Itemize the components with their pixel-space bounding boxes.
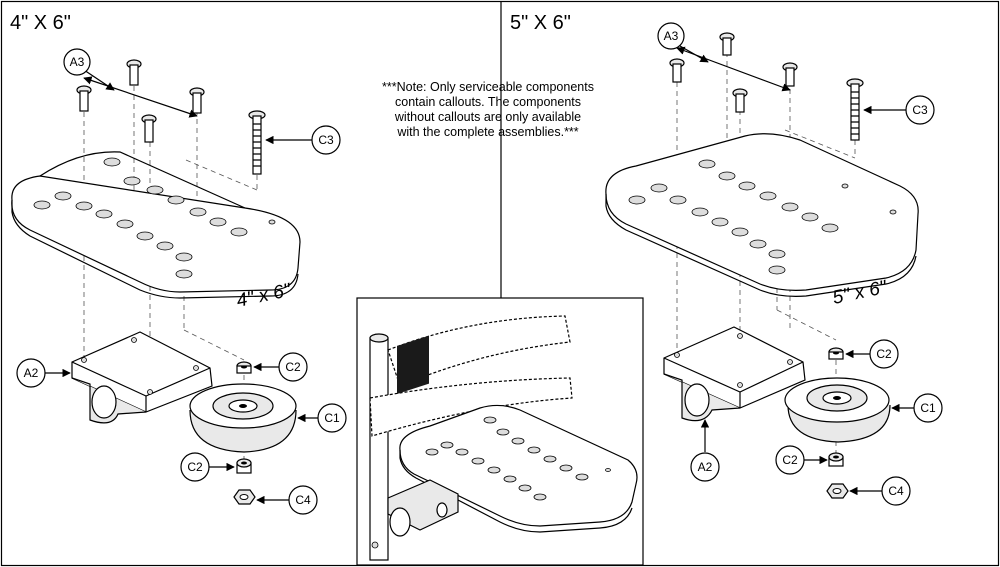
left-spacer-c2-top [236, 361, 252, 374]
right-bracket-a2 [663, 326, 806, 422]
right-screw-a3-1 [669, 58, 685, 83]
left-screw-a3-3 [189, 87, 205, 114]
left-callout-c2-top: C2 [253, 352, 308, 382]
left-nut-c4 [233, 489, 256, 505]
inset-mounted-view [369, 315, 638, 561]
note-line-2: contain callouts. The components [395, 95, 581, 109]
left-callout-a2: A2 [16, 358, 71, 388]
inset-frame-tube [369, 333, 389, 561]
right-assembly: 5" x 6" [605, 22, 943, 506]
note-line-3: without callouts are only available [394, 110, 581, 124]
left-screw-a3-4 [141, 114, 157, 143]
right-callout-c2-bottom: C2 [775, 445, 828, 475]
right-c3-label: C3 [912, 103, 928, 117]
right-c2-bottom-label: C2 [782, 453, 798, 467]
left-caster-wheel-c1 [189, 383, 297, 453]
right-callout-c4: C4 [849, 476, 911, 506]
left-callout-c2-bottom: C2 [180, 452, 235, 482]
right-spacer-c2-bottom [828, 452, 844, 467]
left-plate-holes [33, 157, 276, 279]
right-screw-c3 [846, 78, 864, 141]
right-nut-c4 [826, 483, 849, 499]
right-panel-title: 5" X 6" [510, 12, 571, 34]
inset-plate-holes [425, 416, 611, 501]
left-screw-a3-1 [76, 85, 92, 112]
right-screw-a3-4 [732, 88, 748, 113]
note-line-1: ***Note: Only serviceable components [382, 80, 594, 94]
right-a3-label: A3 [664, 29, 679, 43]
left-a3-label: A3 [70, 55, 85, 69]
right-callout-c1: C1 [891, 393, 943, 423]
right-c1-label: C1 [920, 401, 936, 415]
left-c4-label: C4 [295, 493, 311, 507]
left-callout-c1: C1 [297, 403, 347, 433]
right-c2-top-label: C2 [876, 347, 892, 361]
left-c3-label: C3 [318, 133, 334, 147]
left-bracket-a2 [71, 331, 213, 424]
inset-footplate [399, 404, 638, 533]
inset-velcro-patch [397, 335, 429, 395]
left-c2-top-label: C2 [285, 360, 301, 374]
left-spacer-c2-bottom [236, 458, 252, 474]
left-screw-c3 [248, 110, 266, 175]
left-callout-c3: C3 [265, 125, 341, 155]
right-plate-holes [628, 159, 897, 275]
right-caster-wheel-c1 [784, 377, 891, 443]
right-screw-a3-2 [719, 32, 735, 56]
left-assembly: 4" x 6" [11, 48, 347, 515]
left-callout-c4: C4 [256, 485, 318, 515]
inset-strap [369, 315, 573, 437]
right-footplate [605, 133, 919, 297]
left-a2-label: A2 [24, 366, 39, 380]
right-a2-label: A2 [698, 460, 713, 474]
left-c1-label: C1 [324, 411, 340, 425]
right-c4-label: C4 [888, 484, 904, 498]
left-callout-a3: A3 [63, 48, 115, 91]
right-screw-a3-3 [782, 62, 798, 87]
left-footplate [11, 151, 301, 299]
note-line-4: with the complete assemblies.*** [396, 125, 578, 139]
right-callout-a3: A3 [657, 22, 709, 63]
left-panel-title: 4" X 6" [10, 12, 71, 34]
inset-frame [356, 297, 644, 566]
left-c2-bottom-label: C2 [187, 460, 203, 474]
right-spacer-c2-top [828, 347, 844, 360]
right-callout-a2: A2 [690, 419, 720, 482]
left-screw-a3-2 [126, 59, 142, 86]
right-callout-c2-top: C2 [845, 339, 899, 369]
inset-clamp [387, 479, 459, 537]
right-callout-c3: C3 [863, 95, 935, 125]
left-a3-link-line [83, 76, 198, 118]
serviceable-note: ***Note: Only serviceable components con… [382, 80, 594, 139]
